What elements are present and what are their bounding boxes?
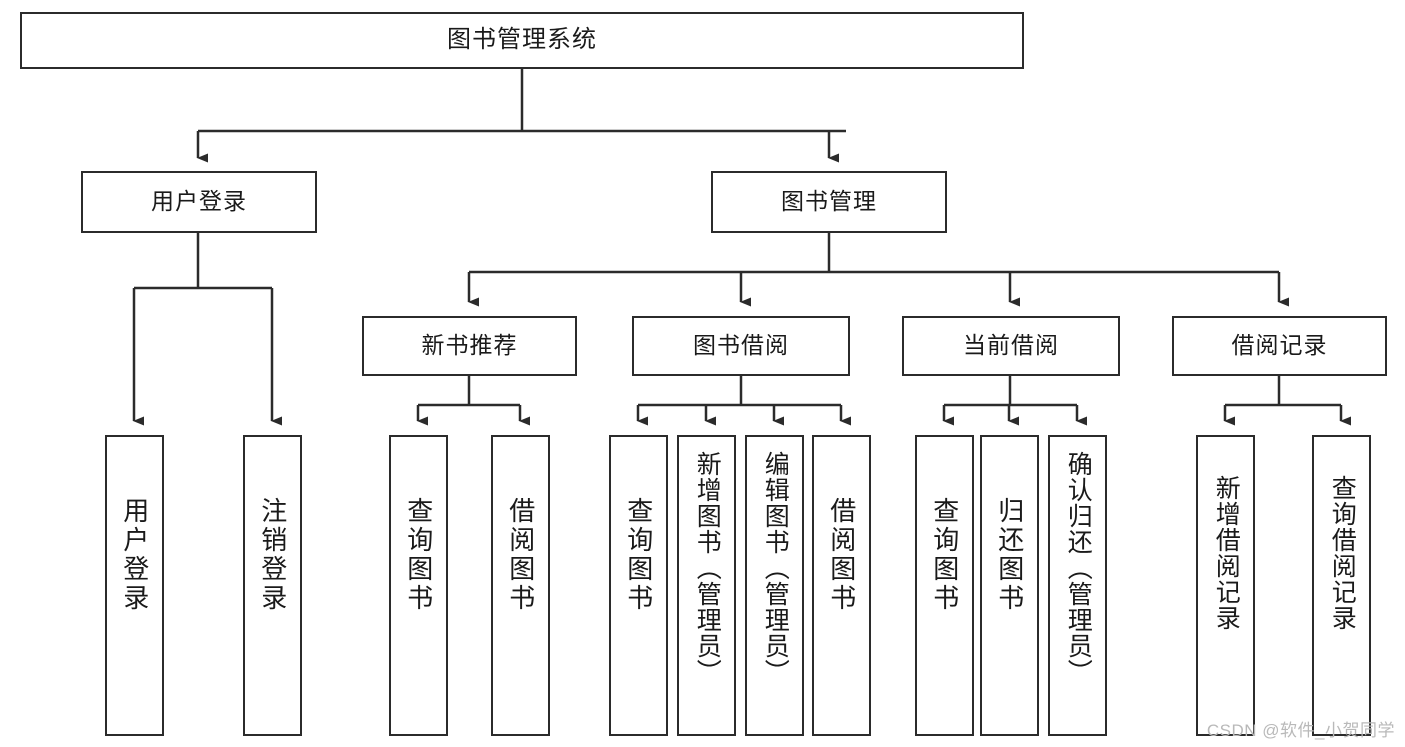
leaf-new-book-borrow-label: 借阅图书 [505, 497, 536, 613]
leaf-borrow-record-query[interactable]: 查询借阅记录 [1312, 435, 1371, 736]
leaf-current-borrow-query-label: 查询图书 [929, 497, 960, 613]
leaf-user-login-login-label: 用户登录 [119, 497, 150, 613]
node-book-borrow-label: 图书借阅 [693, 332, 789, 359]
leaf-user-login-login[interactable]: 用户登录 [105, 435, 164, 736]
leaf-current-borrow-confirm-label: 确认归还（管理员） [1064, 451, 1093, 685]
leaf-current-borrow-query[interactable]: 查询图书 [915, 435, 974, 736]
leaf-current-borrow-return[interactable]: 归还图书 [980, 435, 1039, 736]
node-current-borrow[interactable]: 当前借阅 [902, 316, 1120, 376]
leaf-book-borrow-edit[interactable]: 编辑图书（管理员） [745, 435, 804, 736]
node-borrow-record-label: 借阅记录 [1231, 332, 1328, 359]
leaf-new-book-query[interactable]: 查询图书 [389, 435, 448, 736]
csdn-watermark: CSDN @软件_小贺同学 [1206, 721, 1395, 740]
node-root[interactable]: 图书管理系统 [20, 12, 1024, 69]
leaf-borrow-record-add[interactable]: 新增借阅记录 [1196, 435, 1255, 736]
leaf-borrow-record-add-label: 新增借阅记录 [1212, 475, 1241, 631]
leaf-current-borrow-return-label: 归还图书 [994, 497, 1025, 613]
node-new-book-recommend[interactable]: 新书推荐 [362, 316, 577, 376]
node-book-management-label: 图书管理 [781, 188, 877, 215]
leaf-new-book-query-label: 查询图书 [403, 497, 434, 613]
leaf-book-borrow-borrow-label: 借阅图书 [826, 497, 857, 613]
leaf-user-login-logout[interactable]: 注销登录 [243, 435, 302, 736]
node-user-login-label: 用户登录 [151, 188, 247, 215]
leaf-book-borrow-query-label: 查询图书 [623, 497, 654, 613]
leaf-book-borrow-add[interactable]: 新增图书（管理员） [677, 435, 736, 736]
leaf-book-borrow-edit-label: 编辑图书（管理员） [761, 451, 790, 685]
node-current-borrow-label: 当前借阅 [963, 332, 1059, 359]
leaf-current-borrow-confirm[interactable]: 确认归还（管理员） [1048, 435, 1107, 736]
node-book-borrow[interactable]: 图书借阅 [632, 316, 850, 376]
leaf-book-borrow-add-label: 新增图书（管理员） [693, 451, 722, 685]
leaf-new-book-borrow[interactable]: 借阅图书 [491, 435, 550, 736]
leaf-book-borrow-query[interactable]: 查询图书 [609, 435, 668, 736]
node-new-book-recommend-label: 新书推荐 [421, 332, 518, 359]
node-user-login[interactable]: 用户登录 [81, 171, 317, 233]
node-root-label: 图书管理系统 [447, 26, 597, 54]
leaf-user-login-logout-label: 注销登录 [257, 497, 288, 613]
node-borrow-record[interactable]: 借阅记录 [1172, 316, 1387, 376]
leaf-book-borrow-borrow[interactable]: 借阅图书 [812, 435, 871, 736]
leaf-borrow-record-query-label: 查询借阅记录 [1328, 475, 1357, 631]
node-book-management[interactable]: 图书管理 [711, 171, 947, 233]
